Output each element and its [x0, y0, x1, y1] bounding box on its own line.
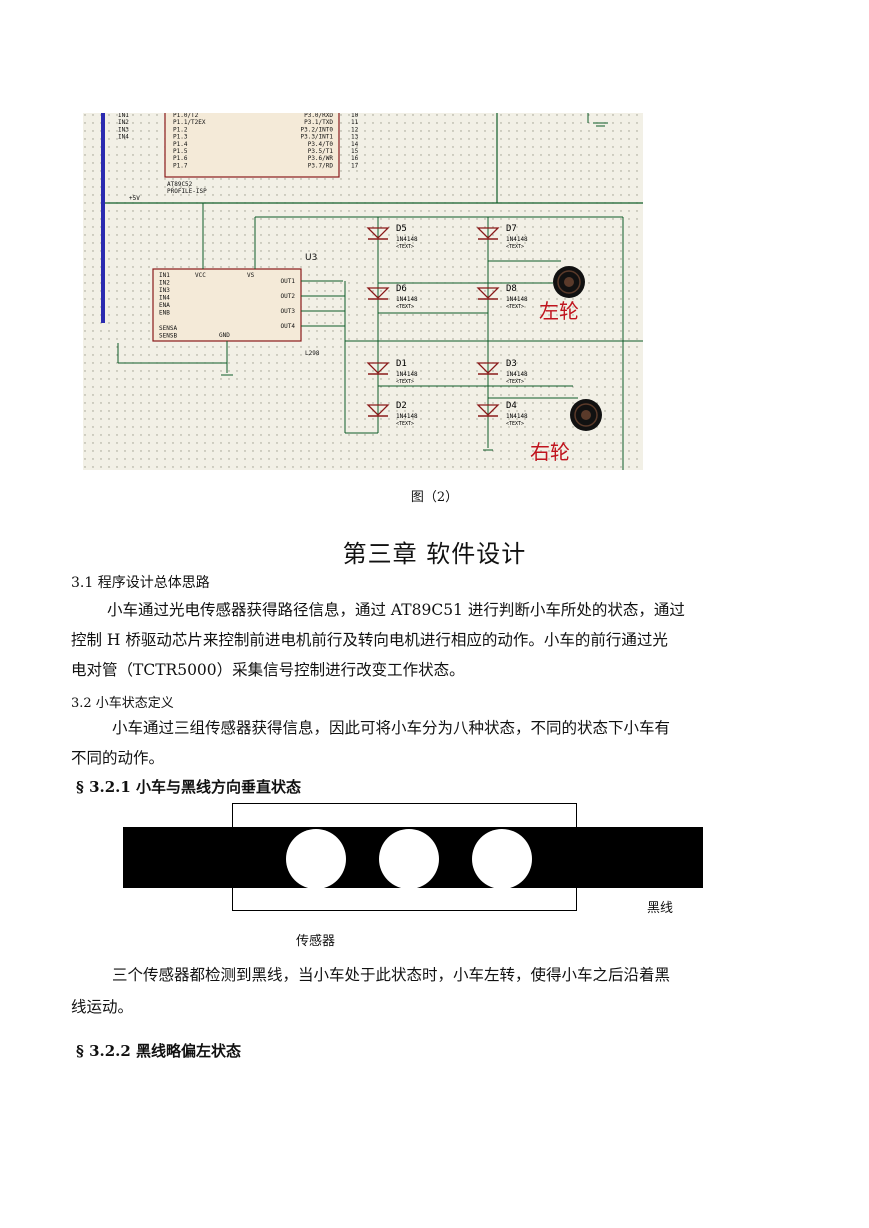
section-3-2-line: 小车通过三组传感器获得信息，因此可将小车分为八种状态，不同的状态下小车有: [112, 719, 671, 737]
mcu-pin-number: 11: [351, 119, 359, 126]
right-wheel-motor: [570, 399, 602, 431]
section-3-1-line: 小车通过光电传感器获得路径信息，通过 AT89C51 进行判断小车所处的状态，通…: [107, 601, 685, 619]
driver-pin-label: SENSB: [159, 333, 177, 340]
bus-net-label: IN3: [118, 126, 129, 133]
diode-label: D2: [396, 401, 407, 411]
sensor-circle: [472, 829, 532, 889]
driver-pin-label: OUT3: [281, 308, 296, 315]
sensor-circle: [379, 829, 439, 889]
mcu-pin-label: P3.4/T0: [308, 141, 334, 148]
diode-text-placeholder: <TEXT>: [396, 421, 414, 427]
section-3-1-line: 控制 H 桥驱动芯片来控制前进电机前行及转向电机进行相应的动作。小车的前行通过光: [71, 631, 668, 649]
mcu-pin-number: 12: [351, 126, 359, 133]
diode-part-label: 1N4148: [396, 296, 418, 303]
driver-pin-label: SENSA: [159, 325, 177, 332]
bus-net-label: IN4: [118, 134, 129, 141]
driver-pin-label: GND: [219, 332, 230, 339]
mcu-pin-label: P3.3/INT1: [300, 134, 333, 141]
mcu-pin-label: P1.4: [173, 141, 188, 148]
section-3-1-title: 3.1 程序设计总体思路: [71, 575, 210, 591]
mcu-name: AT89C52: [167, 181, 193, 188]
mcu-pin-label: P3.7/RD: [308, 162, 334, 169]
driver-pin-label: VCC: [195, 272, 206, 279]
mcu-pin-label: P3.6/WR: [308, 155, 334, 162]
mcu-pin-number: 10: [351, 113, 359, 119]
driver-pin-label: OUT4: [281, 323, 296, 330]
chapter-title: 第三章 软件设计: [342, 540, 527, 568]
diode-part-label: 1N4148: [396, 236, 418, 243]
mcu-pin-label: P3.2/INT0: [300, 126, 333, 133]
section-3-2-line: 不同的动作。: [71, 749, 165, 767]
mcu-pin-label: P1.2: [173, 126, 188, 133]
diode-part-label: 1N4148: [396, 371, 418, 378]
section-3-2-2-title: § 3.2.2 黑线略偏左状态: [76, 1042, 242, 1060]
driver-pin-label: IN3: [159, 287, 170, 294]
diode-part-label: 1N4148: [506, 371, 528, 378]
section-3-2-title: 3.2 小车状态定义: [71, 696, 174, 711]
diode-label: D6: [396, 284, 407, 294]
mcu-chip: P1.0/T2P1.1/T2EXP1.2P1.3P1.4P1.5P1.6P1.7…: [118, 113, 359, 178]
left-wheel-motor: [553, 266, 585, 298]
vcc-label: +5V: [129, 195, 140, 202]
mcu-pin-number: 13: [351, 134, 359, 141]
sensor-circle: [286, 829, 346, 889]
driver-pin-label: IN2: [159, 280, 170, 287]
black-line-label: 黑线: [647, 901, 674, 916]
mcu-pin-label: P1.5: [173, 148, 188, 155]
diode-label: D3: [506, 359, 517, 369]
driver-pin-label: OUT1: [281, 278, 296, 285]
mcu-pin-label: P3.5/T1: [308, 148, 334, 155]
diode-label: D1: [396, 359, 407, 369]
circuit-schematic: P1.0/T2P1.1/T2EXP1.2P1.3P1.4P1.5P1.6P1.7…: [83, 113, 643, 470]
diode-label: D8: [506, 284, 517, 294]
diode-part-label: 1N4148: [396, 413, 418, 420]
diode-label: D5: [396, 224, 407, 234]
driver-label: U3: [305, 253, 317, 263]
mcu-pin-label: P3.0/RXD: [304, 113, 333, 119]
mcu-pin-number: 14: [351, 141, 359, 148]
driver-pin-label: ENB: [159, 310, 170, 317]
right-wheel-label: 右轮: [530, 440, 570, 464]
mcu-sub: PROFILE-ISP: [167, 188, 207, 195]
diode-text-placeholder: <TEXT>: [506, 244, 524, 250]
diode-label: D4: [506, 401, 517, 411]
diode-part-label: 1N4148: [506, 236, 528, 243]
mcu-pin-label: P1.0/T2: [173, 113, 199, 119]
mcu-pin-label: P1.6: [173, 155, 188, 162]
mcu-pin-number: 16: [351, 155, 359, 162]
diode-part-label: 1N4148: [506, 413, 528, 420]
diode-text-placeholder: <TEXT>: [396, 304, 414, 310]
diode-text-placeholder: <TEXT>: [506, 421, 524, 427]
section-3-1-line: 电对管（TCTR5000）采集信号控制进行改变工作状态。: [71, 661, 465, 679]
driver-pin-label: IN4: [159, 295, 170, 302]
mcu-pin-number: 15: [351, 148, 359, 155]
section-3-2-1-line: 线运动。: [71, 998, 134, 1016]
driver-name: L298: [305, 350, 320, 357]
left-wheel-label: 左轮: [539, 299, 579, 323]
bus-net-label: IN1: [118, 113, 129, 119]
section-3-2-1-line: 三个传感器都检测到黑线，当小车处于此状态时，小车左转，使得小车之后沿着黑: [112, 966, 671, 984]
bus-bar: [101, 113, 105, 323]
driver-pin-label: VS: [247, 272, 255, 279]
bus-net-label: IN2: [118, 119, 129, 126]
diode-text-placeholder: <TEXT>: [396, 379, 414, 385]
diode-text-placeholder: <TEXT>: [506, 304, 524, 310]
figure-caption: 图（2）: [410, 490, 459, 505]
diode-part-label: 1N4148: [506, 296, 528, 303]
driver-pin-label: OUT2: [281, 293, 296, 300]
mcu-pin-label: P3.1/TXD: [304, 119, 333, 126]
diode-text-placeholder: <TEXT>: [396, 244, 414, 250]
diode-label: D7: [506, 224, 517, 234]
driver-pin-label: IN1: [159, 272, 170, 279]
mcu-pin-label: P1.3: [173, 134, 188, 141]
sensor-label: 传感器: [296, 934, 336, 949]
mcu-pin-number: 17: [351, 162, 359, 169]
diode-text-placeholder: <TEXT>: [506, 379, 524, 385]
mcu-pin-label: P1.7: [173, 162, 188, 169]
driver-pin-label: ENA: [159, 302, 170, 309]
section-3-2-1-title: § 3.2.1 小车与黑线方向垂直状态: [76, 778, 302, 796]
mcu-pin-label: P1.1/T2EX: [173, 119, 206, 126]
